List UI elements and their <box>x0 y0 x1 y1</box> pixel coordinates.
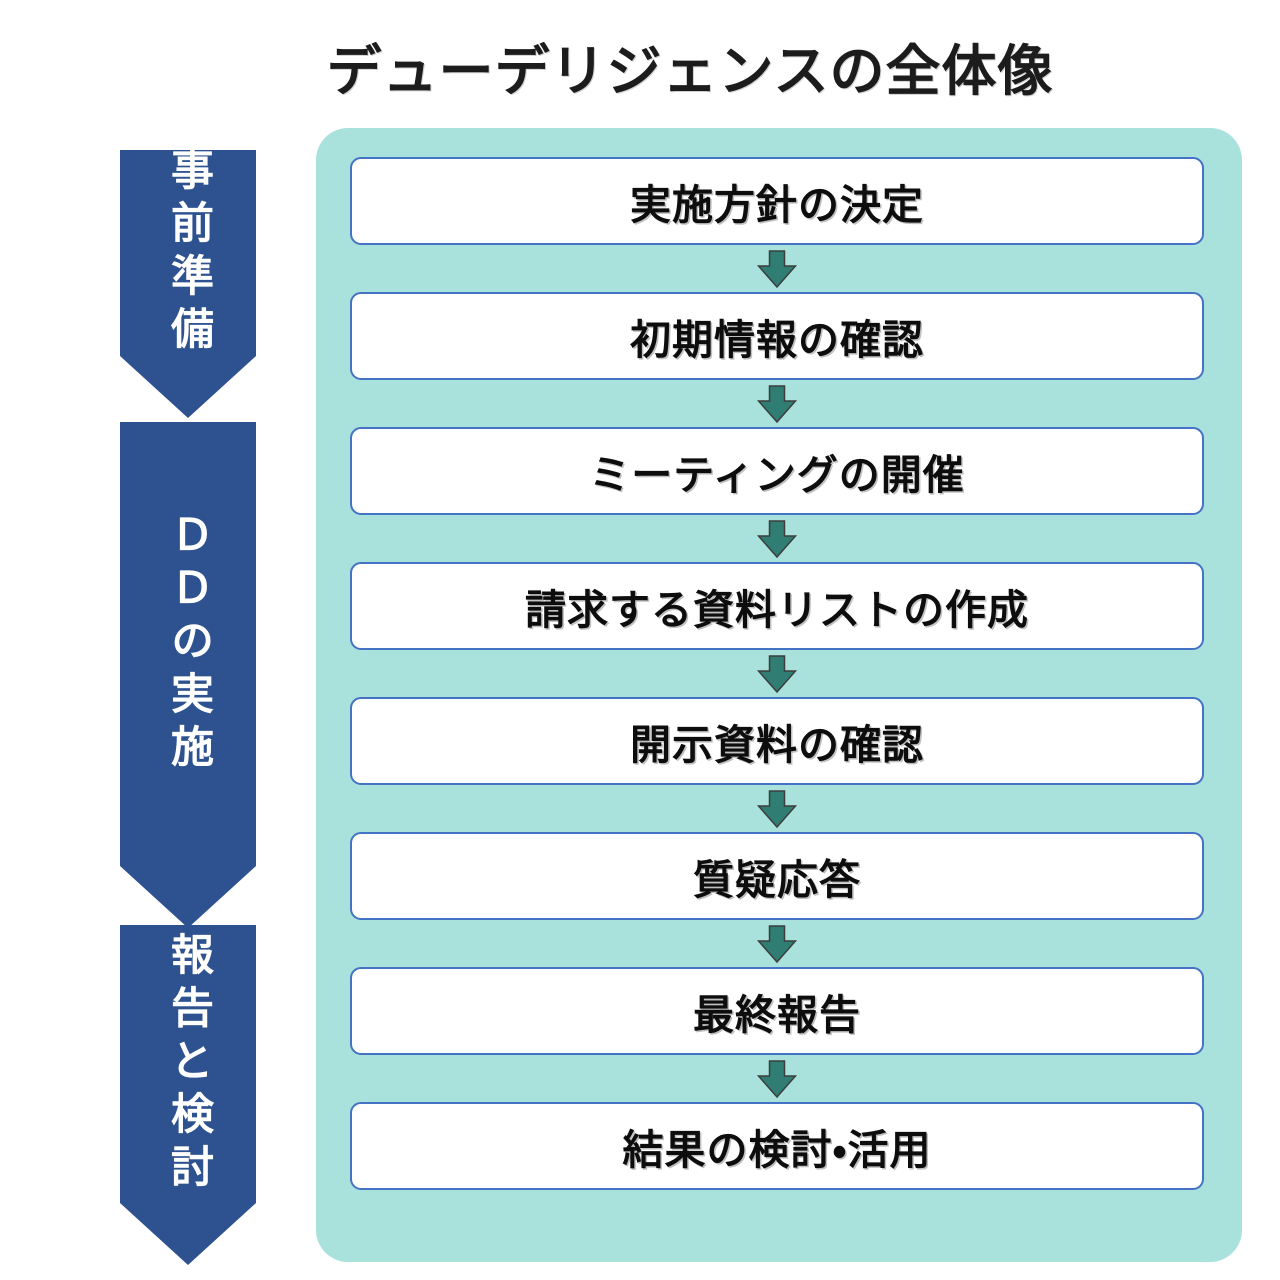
phase-arrow-report-review: 報告と検討 <box>120 925 256 1265</box>
down-arrow-icon <box>757 1059 797 1098</box>
phase-arrow-preparation: 事前準備 <box>120 150 256 418</box>
step-box-initial-info: 初期情報の確認 <box>350 292 1204 380</box>
flow-panel: 実施方針の決定 初期情報の確認 ミーティングの開催 請求する資料リストの作成 開… <box>316 128 1242 1262</box>
down-arrow-icon <box>757 789 797 828</box>
step-box-disclosed-documents: 開示資料の確認 <box>350 697 1204 785</box>
connector <box>350 1055 1204 1102</box>
phase-label: 事前準備 <box>163 147 214 359</box>
phase-arrow-dd-execution: ＤＤの実施 <box>120 422 256 928</box>
down-arrow-icon <box>757 924 797 963</box>
connector <box>350 515 1204 562</box>
connector <box>350 785 1204 832</box>
step-box-policy-decision: 実施方針の決定 <box>350 157 1204 245</box>
step-box-review-utilize-results: 結果の検討・活用 <box>350 1102 1204 1190</box>
down-arrow-icon <box>757 654 797 693</box>
step-box-final-report: 最終報告 <box>350 967 1204 1055</box>
flow-column: 実施方針の決定 初期情報の確認 ミーティングの開催 請求する資料リストの作成 開… <box>350 157 1204 1190</box>
diagram-title: デューデリジェンスの全体像 <box>326 39 1054 103</box>
phase-label: ＤＤの実施 <box>163 511 214 777</box>
connector <box>350 380 1204 427</box>
down-arrow-icon <box>757 384 797 423</box>
connector <box>350 920 1204 967</box>
down-arrow-icon <box>757 519 797 558</box>
down-arrow-icon <box>757 249 797 288</box>
step-box-document-request-list: 請求する資料リストの作成 <box>350 562 1204 650</box>
phase-label: 報告と検討 <box>163 931 214 1197</box>
step-box-meeting: ミーティングの開催 <box>350 427 1204 515</box>
connector <box>350 650 1204 697</box>
step-box-qa: 質疑応答 <box>350 832 1204 920</box>
connector <box>350 245 1204 292</box>
